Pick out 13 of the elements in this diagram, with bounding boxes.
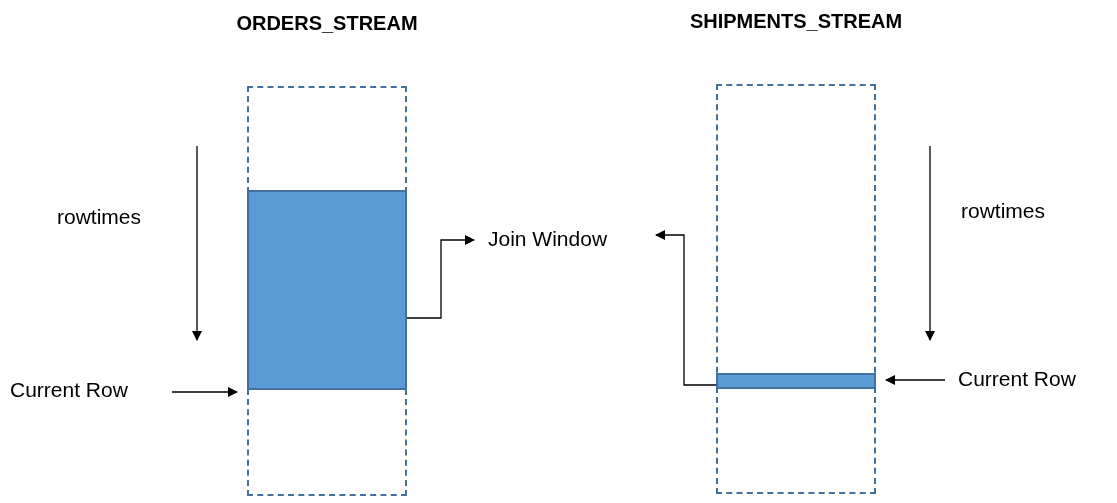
window-bar [716, 373, 876, 389]
axis-label: rowtimes [961, 199, 1045, 223]
node-label: Current Row [958, 367, 1076, 391]
arrow [885, 375, 946, 385]
window-box [247, 190, 407, 390]
node-label: Current Row [10, 378, 128, 402]
node-label: Join Window [488, 227, 608, 251]
stream-title: SHIPMENTS_STREAM [688, 10, 904, 33]
arrow [655, 230, 717, 386]
arrow [171, 387, 238, 397]
stream-title: ORDERS_STREAM [235, 12, 419, 35]
axis-label: rowtimes [57, 205, 141, 229]
arrow [406, 235, 475, 319]
